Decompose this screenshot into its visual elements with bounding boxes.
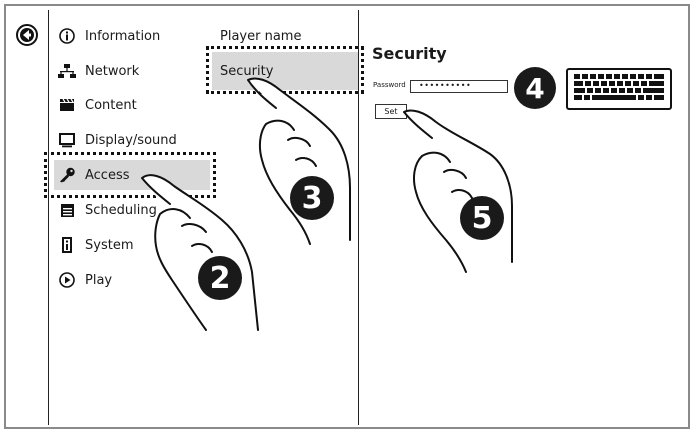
info-icon xyxy=(58,27,76,45)
play-icon xyxy=(58,271,76,289)
access-highlight xyxy=(44,152,216,198)
submenu-item-label: Player name xyxy=(220,28,302,44)
menu-item-display-sound[interactable]: Display/sound xyxy=(58,127,210,153)
network-icon xyxy=(58,62,76,80)
monitor-icon xyxy=(58,131,76,149)
menu-item-label: Scheduling xyxy=(85,202,157,218)
menu-item-network[interactable]: Network xyxy=(58,58,210,84)
submenu-item-label: Security xyxy=(220,63,274,79)
back-arrow-icon xyxy=(16,24,38,46)
pointing-hand-5 xyxy=(403,109,513,273)
keyboard-icon xyxy=(566,68,672,110)
menu-item-label: Access xyxy=(85,167,130,183)
step-badge-3: 3 xyxy=(290,176,334,220)
back-button[interactable] xyxy=(16,24,38,46)
submenu-item-player-name[interactable]: Player name xyxy=(212,23,358,49)
submenu-item-security[interactable]: Security xyxy=(212,52,358,90)
menu-item-information[interactable]: Information xyxy=(58,23,210,49)
step-badge-4: 4 xyxy=(514,67,556,109)
password-field[interactable]: •••••••••• xyxy=(410,80,508,93)
step-badge-2: 2 xyxy=(198,256,242,300)
menu-item-scheduling[interactable]: Scheduling xyxy=(58,197,210,223)
pointing-hand-2 xyxy=(141,174,259,331)
menu-item-label: Network xyxy=(85,63,140,79)
security-title: Security xyxy=(372,44,447,63)
menu-item-label: Content xyxy=(85,97,137,113)
pointing-hand-3 xyxy=(247,77,351,245)
menu-item-label: System xyxy=(85,237,134,253)
key-icon xyxy=(58,166,76,184)
clapperboard-icon xyxy=(58,96,76,114)
menu-item-label: Information xyxy=(85,28,161,44)
menu-item-label: Display/sound xyxy=(85,132,177,148)
menu-item-system[interactable]: System xyxy=(58,232,210,258)
menu-item-label: Play xyxy=(85,272,113,288)
menu-item-content[interactable]: Content xyxy=(58,92,210,118)
menu-item-play[interactable]: Play xyxy=(58,267,210,293)
left-divider xyxy=(48,10,49,425)
step-badge-5: 5 xyxy=(460,196,504,240)
menu-item-access[interactable]: Access xyxy=(54,160,210,190)
calendar-icon xyxy=(58,201,76,219)
right-divider xyxy=(358,10,359,425)
password-label: Password xyxy=(373,81,406,89)
system-icon xyxy=(58,236,76,254)
